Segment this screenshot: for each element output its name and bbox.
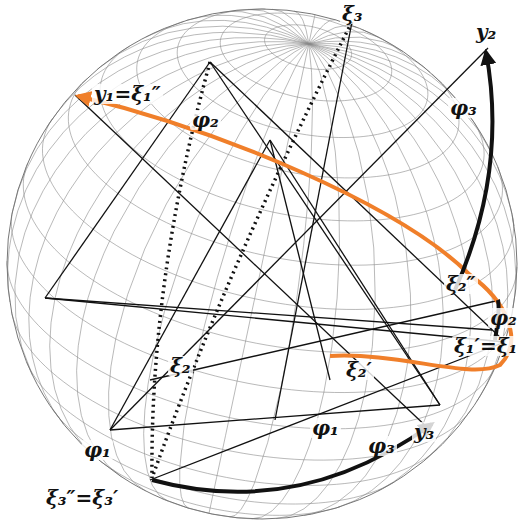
sphere-grid xyxy=(7,9,517,519)
rotation-arrow xyxy=(455,52,492,290)
axis-line xyxy=(45,298,492,330)
axis-line xyxy=(270,140,330,380)
axis-line xyxy=(110,48,488,430)
math-label: ξ₂′ xyxy=(344,360,374,380)
math-label: y₁=ξ₁″ xyxy=(92,84,163,104)
math-label: ξ₃ xyxy=(340,4,365,24)
rotation-arrow xyxy=(152,424,432,492)
math-label: φ₁ xyxy=(82,440,113,460)
math-label: y₃ xyxy=(412,422,436,442)
math-label: ξ₃″=ξ₃′ xyxy=(44,488,120,508)
math-label: φ₁ xyxy=(310,418,341,438)
dotted-arc xyxy=(152,22,352,478)
math-label: ξ₂″ xyxy=(444,274,478,294)
axis-line xyxy=(45,62,210,298)
math-label: φ₃ xyxy=(366,436,397,456)
axis-line xyxy=(270,140,440,405)
construction-lines xyxy=(45,22,511,492)
axis-line xyxy=(150,342,505,480)
graticule xyxy=(7,9,517,519)
axis-line xyxy=(210,62,440,405)
math-label: y₂ xyxy=(474,22,498,42)
axis-line xyxy=(45,298,505,342)
axis-line xyxy=(210,62,505,342)
math-label: φ₂ xyxy=(488,308,519,328)
axis-line xyxy=(275,22,352,420)
math-label: φ₂ xyxy=(190,110,221,130)
math-label: ξ₁′=ξ₁ xyxy=(452,336,519,356)
orange-rotation-curve xyxy=(78,96,511,369)
axis-line xyxy=(75,95,430,430)
sphere-outline xyxy=(7,9,517,519)
math-label: ξ₂ xyxy=(168,356,193,376)
axis-line xyxy=(110,140,270,430)
math-label: φ₃ xyxy=(448,98,479,118)
